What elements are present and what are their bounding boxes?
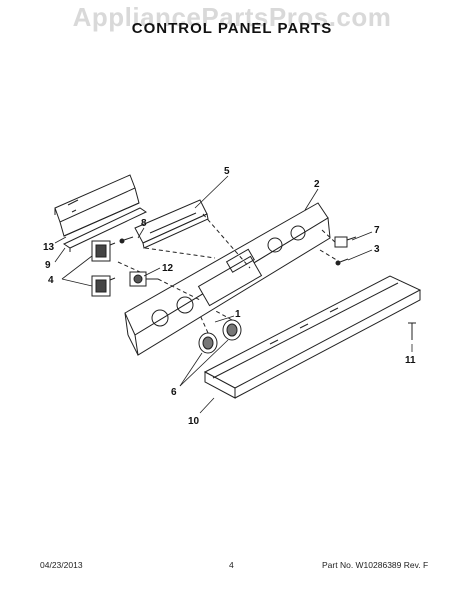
part-5-overlay: [134, 199, 209, 249]
callout-11: 11: [405, 355, 416, 366]
callout-12: 12: [162, 263, 174, 274]
part-3-screw: [335, 258, 349, 266]
part-4-switches: [91, 240, 116, 297]
part-9-strip: [62, 207, 148, 252]
callout-7: 7: [374, 225, 380, 236]
part-13-trim-bracket: [54, 174, 140, 237]
page-title: CONTROL PANEL PARTS: [131, 20, 333, 37]
footer-date: 04/23/2013: [40, 560, 83, 570]
callout-5: 5: [224, 166, 230, 177]
part-6-knobs: [198, 319, 242, 354]
leader-lines: [54, 175, 413, 414]
callout-9: 9: [45, 260, 51, 271]
callout-13: 13: [43, 242, 55, 253]
watermark: AppliancePartsPros.com: [72, 2, 392, 32]
part-7-bracket: [334, 236, 357, 248]
callout-6: 6: [171, 387, 177, 398]
callout-4: 4: [48, 275, 54, 286]
callout-8: 8: [141, 218, 147, 229]
part-12-component: [129, 271, 158, 287]
footer-page-number: 4: [229, 560, 234, 570]
part-11-screw: [408, 322, 416, 340]
footer-part-number: Part No. W10286389 Rev. F: [322, 560, 429, 570]
part-10-chassis: [203, 275, 422, 399]
callout-3: 3: [374, 244, 380, 255]
part-8-screw: [119, 236, 134, 244]
callout-1: 1: [235, 309, 241, 320]
callout-2: 2: [314, 179, 320, 190]
callout-10: 10: [188, 416, 200, 427]
part-2-control-panel: [124, 202, 331, 356]
